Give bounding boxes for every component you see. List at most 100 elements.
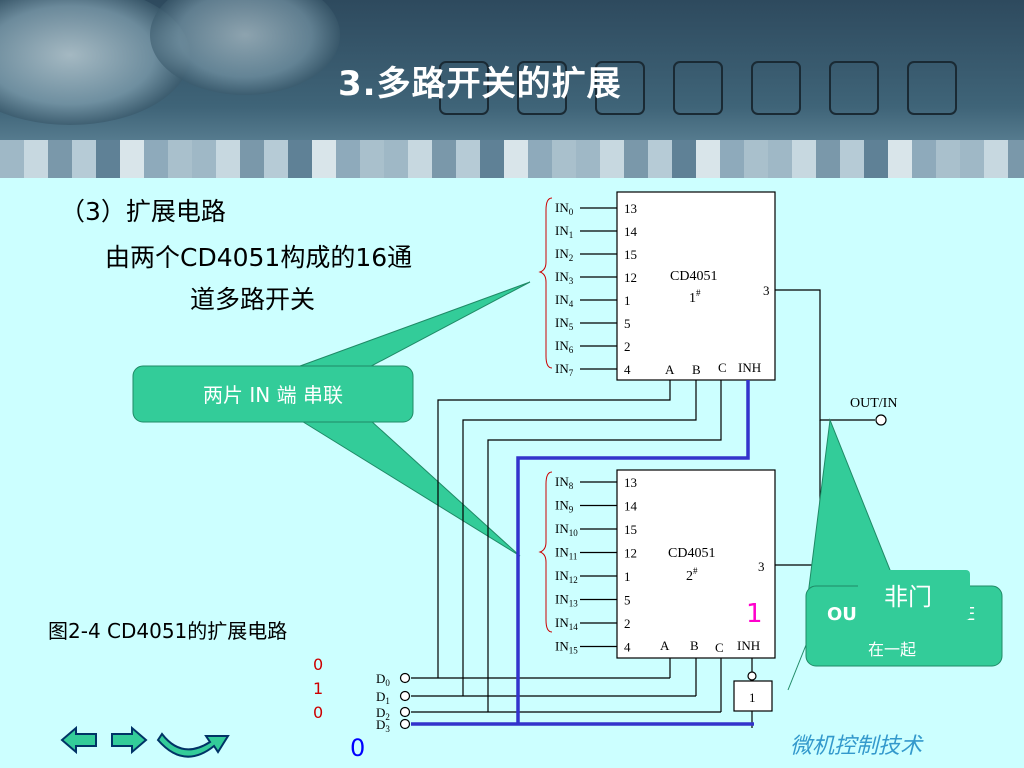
chip-1-pin-number: 2 <box>624 339 631 354</box>
series-callout-text: 两片 IN 端 串联 <box>203 383 343 407</box>
chip-1-input-label: IN2 <box>555 246 573 263</box>
address-input-terminal <box>399 706 411 718</box>
banner-stripe <box>840 140 864 178</box>
chip-2-pin-number: 12 <box>624 546 637 561</box>
chip-1-input-label: IN1 <box>555 223 573 240</box>
banner-stripe <box>1008 140 1024 178</box>
banner-stripe <box>144 140 168 178</box>
banner-stripe <box>456 140 480 178</box>
arrow-left-icon <box>60 725 97 755</box>
banner-stripe <box>696 140 720 178</box>
address-bit-1: 1 <box>313 679 323 698</box>
chip-2-pin-b: B <box>690 638 699 653</box>
banner-square <box>673 61 723 115</box>
chip-1-pin-number: 14 <box>624 224 638 239</box>
banner-stripe <box>792 140 816 178</box>
banner-stripe <box>432 140 456 178</box>
out-in-terminal <box>875 414 887 426</box>
banner-stripe <box>528 140 552 178</box>
banner-stripe <box>312 140 336 178</box>
chip-1-input-label: IN0 <box>555 200 574 217</box>
address-input-label: D2 <box>376 705 390 722</box>
address-input-label: D1 <box>376 689 390 706</box>
inverter-bubble <box>747 671 757 681</box>
slide-title: 3.多路开关的扩展 <box>338 64 622 104</box>
inverter-gate <box>733 680 773 712</box>
chip-2-pin-number: 13 <box>624 475 637 490</box>
chip-2-pin-number: 5 <box>624 593 631 608</box>
chip-1-pin-number: 4 <box>624 362 631 377</box>
out-callout-pointer <box>807 418 901 596</box>
chip-2-pin-number: 2 <box>624 616 631 631</box>
banner-stripe <box>48 140 72 178</box>
chip-2-input-bracket <box>538 471 553 633</box>
chip-2-pin-number: 4 <box>624 640 631 655</box>
banner-square <box>751 61 801 115</box>
title-banner: 3.多路开关的扩展 <box>0 0 1024 178</box>
chip-1-pin-c: C <box>718 360 727 375</box>
chip-2-pin-number: 1 <box>624 569 631 584</box>
prev-slide-button[interactable] <box>60 725 97 755</box>
chip-1-pin-number: 13 <box>624 201 637 216</box>
petri-dish-icon <box>150 0 340 95</box>
banner-stripe <box>360 140 384 178</box>
out-callout-together-text: 在一起 <box>868 640 916 659</box>
banner-stripe <box>480 140 504 178</box>
banner-stripe <box>576 140 600 178</box>
banner-square <box>829 61 879 115</box>
next-slide-button[interactable] <box>111 725 148 755</box>
banner-stripe <box>168 140 192 178</box>
section-heading: （3）扩展电路 <box>60 197 226 226</box>
callout-leader-line <box>787 639 809 691</box>
banner-stripe <box>720 140 744 178</box>
banner-stripe <box>72 140 96 178</box>
chip-2-input-label: IN8 <box>555 474 574 491</box>
address-wires <box>411 380 753 728</box>
banner-stripe <box>672 140 696 178</box>
chip-2-input-label: IN12 <box>555 568 578 585</box>
chip-1-input-label: IN7 <box>555 361 574 378</box>
banner-stripe <box>600 140 624 178</box>
banner-stripe <box>936 140 960 178</box>
address-input-label: D0 <box>376 671 390 688</box>
banner-stripe <box>768 140 792 178</box>
series-callout <box>132 365 414 423</box>
banner-stripe <box>264 140 288 178</box>
chip-1-pin-number: 5 <box>624 316 631 331</box>
banner-stripe <box>0 140 24 178</box>
chip-2-input-label: IN9 <box>555 498 574 515</box>
petri-dish-icon <box>0 0 190 125</box>
footer-course-name: 微机控制技术 <box>790 733 924 758</box>
banner-stripe <box>384 140 408 178</box>
chip-2-pin-c: C <box>715 640 724 655</box>
return-button[interactable] <box>156 732 230 758</box>
callout-pointer-top <box>299 281 531 373</box>
banner-stripe <box>504 140 528 178</box>
chip-1-pin-number: 15 <box>624 247 637 262</box>
banner-stripe <box>96 140 120 178</box>
banner-square <box>907 61 957 115</box>
figure-caption: 图2-4 CD4051的扩展电路 <box>48 619 287 643</box>
inh-control-wires <box>411 380 754 726</box>
chip-2-pin-number: 15 <box>624 522 637 537</box>
not-gate-text: 非门 <box>884 583 932 611</box>
chip-1-input-bracket <box>538 197 553 369</box>
inverter-label: 1 <box>749 690 756 705</box>
banner-square <box>439 61 489 115</box>
not-gate-callout <box>858 570 970 620</box>
chip-1-name: CD4051 <box>670 269 717 284</box>
arrow-right-icon <box>111 725 148 755</box>
chip-1-out-pin: 3 <box>763 283 770 298</box>
banner-stripe <box>192 140 216 178</box>
out-in-label: OUT/IN <box>850 396 897 411</box>
chip-2-pin-inh: INH <box>737 638 760 653</box>
banner-stripe <box>408 140 432 178</box>
address-input-terminal <box>399 718 411 730</box>
address-input-label: D3 <box>376 717 390 734</box>
inh2-value: 1 <box>746 599 763 629</box>
chip-1-input-label: IN3 <box>555 269 574 286</box>
chip-1-input-label: IN4 <box>555 292 574 309</box>
